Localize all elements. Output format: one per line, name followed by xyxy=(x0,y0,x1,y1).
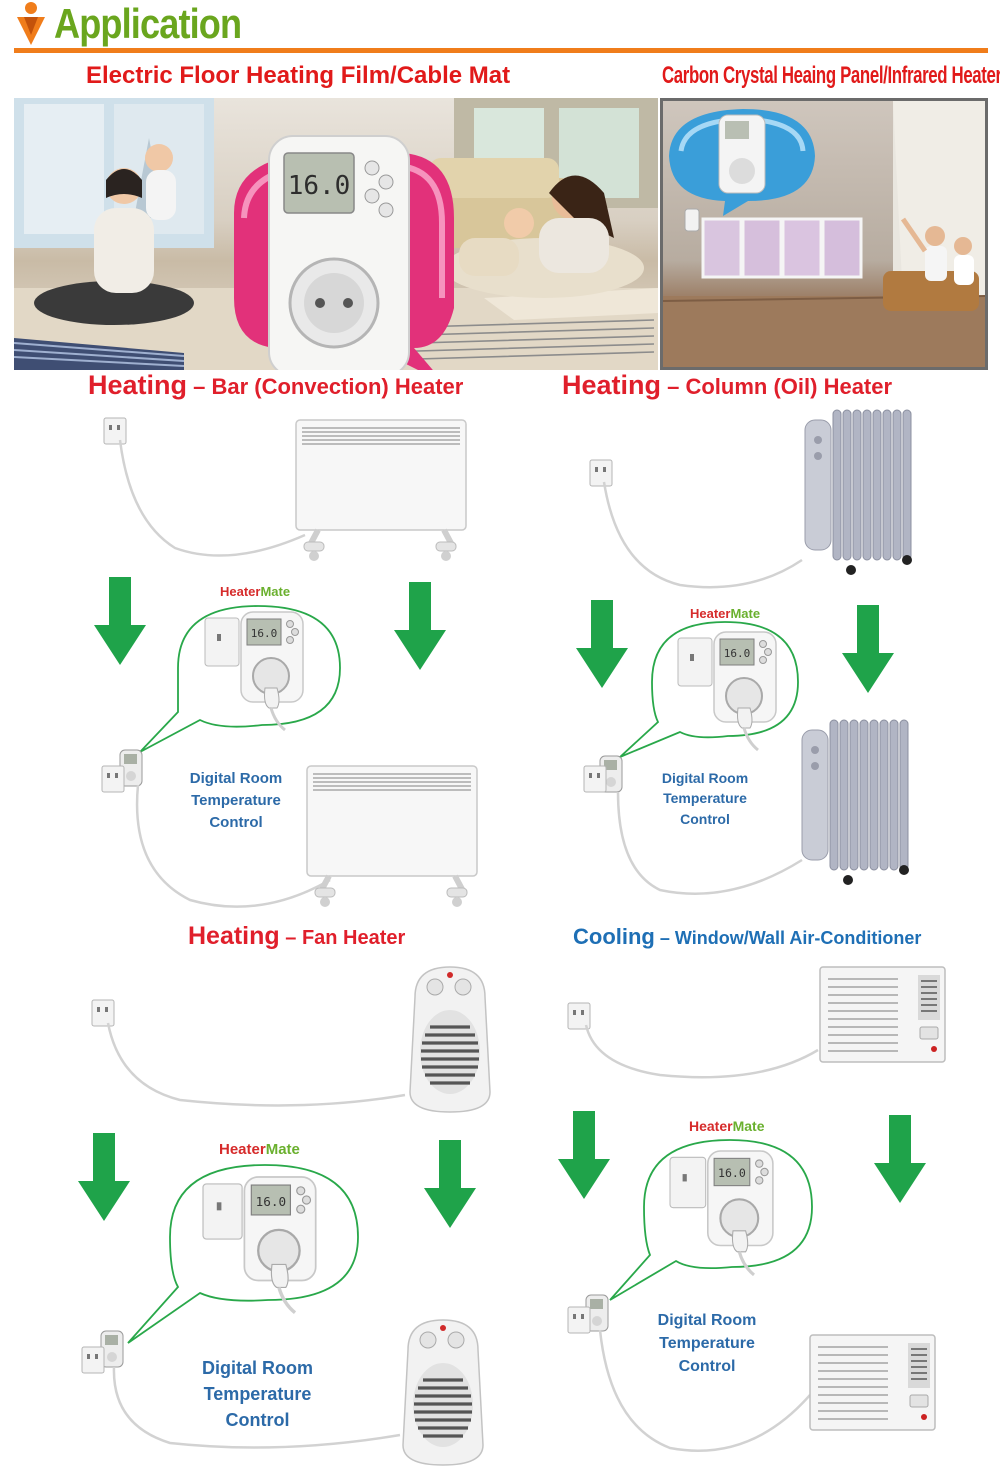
speech-bubble xyxy=(127,1164,359,1344)
section-title-bar-heater: Heating – Bar (Convection) Heater xyxy=(88,370,464,400)
green-down-arrow-icon xyxy=(874,1115,926,1203)
green-down-arrow-icon xyxy=(424,1140,476,1228)
green-down-arrow-icon xyxy=(94,577,146,665)
title-divider xyxy=(14,48,988,53)
carbon-panel-photo xyxy=(660,98,988,370)
heatermate-brand-label: HeaterMate xyxy=(690,606,761,621)
heatermate-brand-label: HeaterMate xyxy=(220,584,291,599)
carbon-panel-scene xyxy=(663,101,985,367)
orange-down-arrow-icon xyxy=(17,2,45,45)
section-title-aircon: Cooling – Window/Wall Air-Conditioner xyxy=(573,924,922,949)
thermostat-lcd-reading: 16.0 xyxy=(288,171,351,201)
page-title: Application xyxy=(54,0,242,47)
oil-heater-image xyxy=(801,719,910,886)
thermostat-callout: 16.0 xyxy=(234,135,454,370)
bar-heater-image xyxy=(296,420,466,561)
heatermate-thermostat-image xyxy=(201,1175,318,1315)
wall-socket-icon xyxy=(81,1346,105,1374)
wall-socket-icon xyxy=(589,459,613,487)
air-conditioner-image xyxy=(819,966,946,1063)
floor-heating-scene xyxy=(14,98,658,370)
green-down-arrow-icon xyxy=(558,1111,610,1199)
fan-heater-image xyxy=(401,1318,485,1467)
wall-socket-icon xyxy=(91,999,115,1027)
heating-film-strips xyxy=(14,338,185,370)
speech-bubble xyxy=(139,605,341,753)
wall-socket-icon xyxy=(103,417,127,445)
green-down-arrow-icon xyxy=(576,600,628,688)
green-down-arrow-icon xyxy=(842,605,894,693)
green-down-arrow-icon xyxy=(394,582,446,670)
hero-label-floor-heating: Electric Floor Heating Film/Cable Mat xyxy=(86,62,511,89)
application-header: Application xyxy=(14,0,272,48)
air-conditioner-image xyxy=(809,1334,936,1431)
hero-label-carbon-panel: Carbon Crystal Heaing Panel/Infrared Hea… xyxy=(662,62,1000,89)
thermostat-plug-device: 16.0 xyxy=(268,135,410,370)
wall-socket-icon xyxy=(583,765,607,793)
wall-socket-icon xyxy=(567,1306,591,1334)
speech-bubble xyxy=(619,621,799,758)
wall-socket-icon xyxy=(101,765,125,793)
heatermate-thermostat-image xyxy=(668,1149,775,1277)
section-title-fan-heater: Heating – Fan Heater xyxy=(188,922,406,950)
green-down-arrow-icon xyxy=(78,1133,130,1221)
heating-cable-mat xyxy=(383,319,655,361)
family-illustration xyxy=(34,144,194,325)
floor-heating-photo: 16.0 xyxy=(14,98,658,370)
heatermate-brand-label: HeaterMate xyxy=(689,1118,765,1134)
heatermate-thermostat-image xyxy=(203,610,305,732)
fan-heater-image xyxy=(408,965,492,1114)
bar-heater-image xyxy=(307,766,477,907)
mother-and-baby-illustration xyxy=(444,175,644,298)
speech-bubble xyxy=(609,1139,813,1301)
infrared-panels xyxy=(701,217,863,279)
section-title-oil-heater: Heating – Column (Oil) Heater xyxy=(562,370,893,400)
oil-heater-image xyxy=(804,409,913,576)
heatermate-brand-label: HeaterMate xyxy=(219,1141,300,1158)
